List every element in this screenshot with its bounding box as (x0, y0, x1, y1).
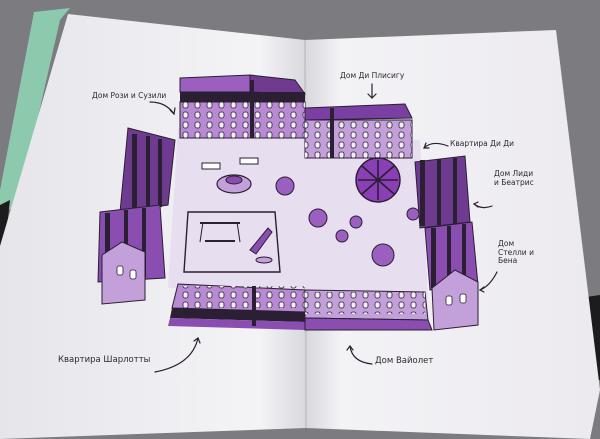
label-judy-beatrice: Дом Лиди и Беатрис (494, 169, 534, 187)
bush (308, 208, 328, 228)
label-charlotte-flat: Квартира Шарлотты (58, 355, 151, 365)
label-dee-dee-flat: Квартира Ди Ди (450, 139, 514, 148)
tree-big (355, 157, 401, 203)
book-cover-green (0, 8, 70, 215)
pointer-arrows (149, 83, 498, 373)
building-bottom-right (304, 289, 433, 331)
building-top-left (179, 74, 306, 139)
label-violet-house: Дом Вайолет (375, 356, 434, 366)
bush (349, 215, 363, 229)
courtyard-left (168, 128, 305, 292)
building-bottom-left (168, 283, 306, 330)
bush (406, 207, 420, 221)
label-stella-bena: Дом Стелли и Бена (498, 239, 534, 266)
playground (183, 211, 281, 273)
bush (335, 229, 349, 243)
fountain (201, 157, 259, 194)
building-top-right (304, 103, 413, 159)
bush (371, 243, 395, 267)
label-dee-dee-plisig: Дом Ди Плисигу (340, 71, 405, 80)
label-rosie-suzy: Дом Рози и Сузили (92, 91, 167, 100)
bush (275, 176, 295, 196)
building-left (97, 127, 176, 305)
building-right (414, 155, 479, 331)
